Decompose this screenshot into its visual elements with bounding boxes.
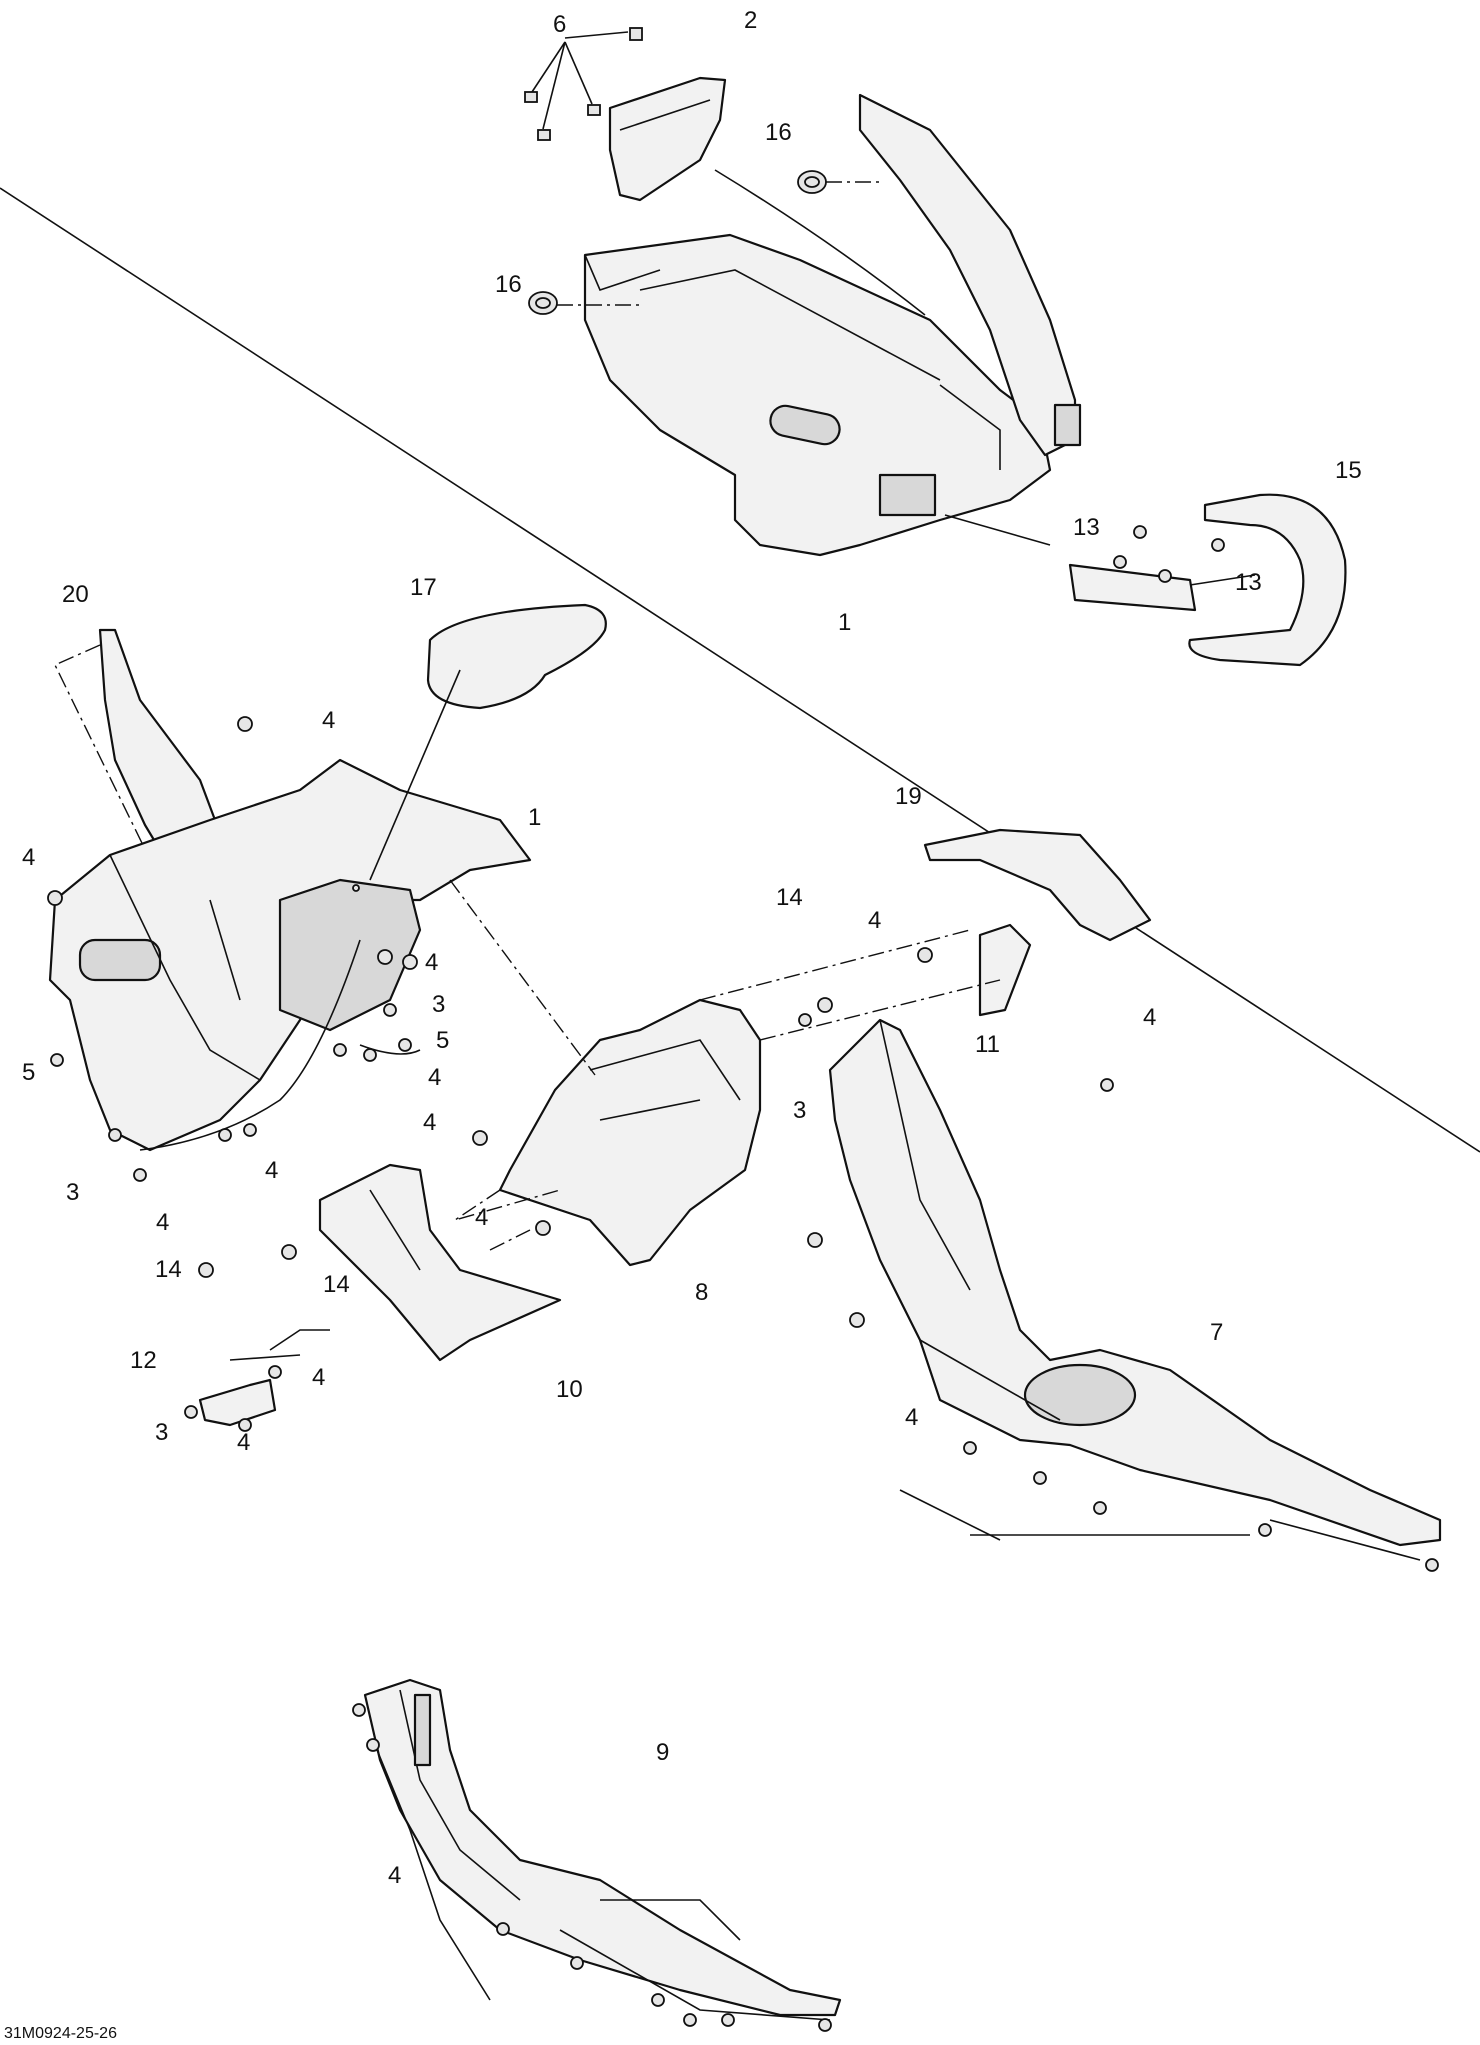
callout: 4 [388,1862,401,1889]
callout: 3 [66,1179,79,1206]
callout: 6 [553,11,566,38]
drawing-reference: 31M0924-25-26 [4,2025,117,2042]
part-7 [828,1018,1442,1547]
callout: 16 [765,119,792,146]
callout: 1 [528,804,541,831]
callout: 4 [905,1404,918,1431]
assembly-arrow-handle [944,514,1051,546]
part-10 [318,1163,562,1362]
part-1-lower [48,758,532,1152]
callout-labels: 6 2 16 16 15 13 13 1 20 17 4 1 4 4 3 5 4… [22,7,1362,1889]
callout: 4 [312,1364,325,1391]
part-1-upper [583,93,1082,557]
callout: 4 [423,1109,436,1136]
callout: 4 [322,707,335,734]
callout: 10 [556,1376,583,1403]
callout: 9 [656,1739,669,1766]
assembly-arrow [714,169,926,316]
callout: 1 [838,609,851,636]
callout: 4 [428,1064,441,1091]
callout: 2 [744,7,757,34]
part-16-grommets [528,170,880,315]
callout: 5 [22,1059,35,1086]
callout: 4 [425,949,438,976]
callout: 17 [410,574,437,601]
callout: 14 [323,1271,350,1298]
part-17-pad [426,603,607,710]
callout: 4 [22,844,35,871]
part-9 [363,1678,842,2017]
callout: 13 [1235,569,1262,596]
part-19 [923,828,1152,942]
part-15-handle [1068,493,1347,667]
callout: 3 [155,1419,168,1446]
callout: 19 [895,783,922,810]
callout: 16 [495,271,522,298]
section-divider-line [0,187,1480,1153]
callout: 4 [156,1209,169,1236]
callout: 12 [130,1347,157,1374]
part-13-bolts [1113,525,1225,583]
callout: 3 [793,1097,806,1124]
callout: 7 [1210,1319,1223,1346]
leader-lines [139,669,1421,2021]
callout: 5 [436,1027,449,1054]
callout: 13 [1073,514,1100,541]
lower-fasteners [47,716,1439,2032]
part-8 [498,998,762,1267]
part-11-bracket [978,923,1032,1017]
callout: 4 [868,907,881,934]
callout: 20 [62,581,89,608]
part-12-bracket [198,1378,277,1427]
callout: 3 [432,991,445,1018]
callout: 14 [776,884,803,911]
callout: 4 [1143,1004,1156,1031]
callout: 4 [475,1204,488,1231]
part-6-fasteners [524,27,643,141]
callout: 11 [975,1031,1000,1058]
callout: 15 [1335,457,1362,484]
callout: 14 [155,1256,182,1283]
part-2 [608,76,727,202]
callout: 4 [237,1429,250,1456]
callout: 8 [695,1279,708,1306]
callout: 4 [265,1157,278,1184]
